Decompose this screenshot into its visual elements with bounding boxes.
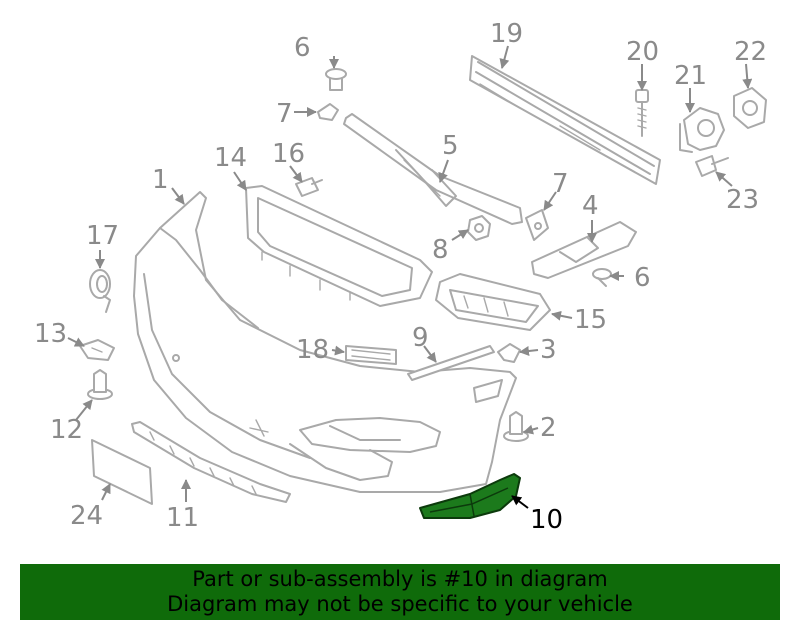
callout-numbers: 1 2 3 4 5 6 6 7 7 8 9 10 11 12 13 14 15 … (34, 19, 767, 535)
callout-19: 19 (490, 19, 523, 49)
callout-14: 14 (214, 143, 247, 173)
info-banner: Part or sub-assembly is #10 in diagram D… (20, 564, 780, 620)
part-9-trim-strip (407, 345, 495, 381)
part-3-bracket (497, 343, 521, 363)
part-8-nut (467, 215, 491, 241)
part-23-screw (695, 155, 729, 177)
part-17-plug (89, 269, 111, 313)
callout-9: 9 (412, 323, 429, 353)
part-24-license-plate-bracket (91, 439, 153, 505)
part-19-reinforcement-beam (469, 55, 661, 185)
callout-10: 10 (530, 505, 563, 535)
callout-20: 20 (626, 37, 659, 67)
callout-13: 13 (34, 319, 67, 349)
callout-6-right: 6 (634, 263, 651, 293)
callout-21: 21 (674, 61, 707, 91)
parts-diagram: 1 2 3 4 5 6 6 7 7 8 9 10 11 12 13 14 15 … (34, 19, 767, 535)
callout-16: 16 (272, 139, 305, 169)
part-21-bracket (679, 107, 725, 153)
part-1-bumper-cover (133, 191, 517, 493)
part-11-lower-strip (131, 421, 291, 503)
part-7-clip-top (317, 103, 339, 121)
callout-8: 8 (432, 235, 449, 265)
callout-17: 17 (86, 221, 119, 251)
callout-15: 15 (574, 305, 607, 335)
part-4-side-bracket (531, 221, 637, 279)
part-18-vent (345, 345, 397, 365)
callout-4: 4 (582, 191, 599, 221)
callout-24: 24 (70, 501, 103, 531)
callout-23: 23 (726, 185, 759, 215)
part-5-mounting-rail (343, 113, 523, 225)
callout-7-top: 7 (276, 99, 293, 129)
leader-lines (67, 45, 753, 509)
callout-22: 22 (734, 37, 767, 67)
part-12-pin (87, 369, 113, 400)
callout-11: 11 (166, 503, 199, 533)
part-22-gasket (733, 87, 767, 129)
callout-3: 3 (540, 335, 557, 365)
banner-line-part: Part or sub-assembly is #10 in diagram (192, 567, 608, 591)
callout-5: 5 (442, 131, 459, 161)
callout-2: 2 (540, 413, 557, 443)
part-13-clip (79, 339, 115, 361)
callout-7-right: 7 (552, 169, 569, 199)
callout-6-top: 6 (294, 33, 311, 63)
part-6-screw-top (325, 68, 347, 91)
callout-18: 18 (296, 335, 329, 365)
callout-12: 12 (50, 415, 83, 445)
part-7-clip-right (525, 209, 549, 241)
part-2-pin (503, 411, 529, 442)
part-14-grille (245, 185, 433, 307)
part-10-lower-deflector-highlighted (419, 473, 521, 519)
part-20-bolt (635, 89, 649, 137)
callout-1: 1 (152, 165, 169, 195)
part-15-air-duct (435, 273, 551, 331)
part-6-screw-right (592, 268, 612, 287)
banner-line-disclaimer: Diagram may not be specific to your vehi… (167, 592, 633, 616)
